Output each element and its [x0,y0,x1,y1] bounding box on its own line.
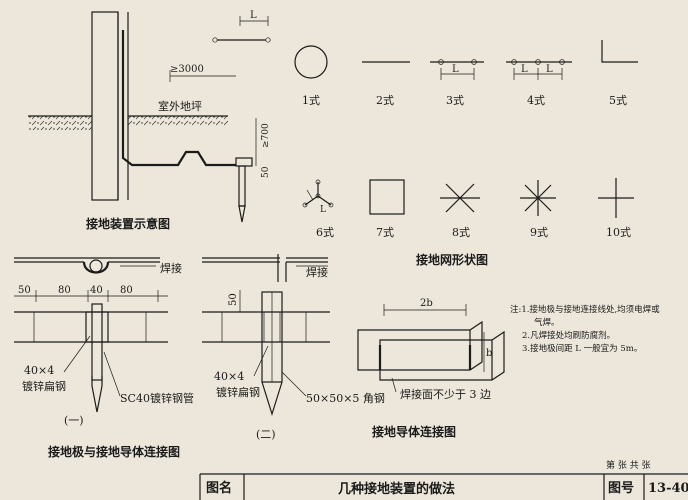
shape-label-4: 4式 [527,94,545,107]
shape-label-7: 7式 [376,226,394,239]
ground-rod [238,165,246,207]
ground-level-label: 室外地坪 [158,99,202,113]
shape-1-circle [294,45,328,79]
part-2-label: (二) [256,428,276,441]
dim-700: ≥700 [261,123,271,148]
down-conductor [121,30,236,167]
label-drawing-name: 图名 [206,480,232,496]
dim-80-right: 80 [120,285,133,296]
notes-block: 注:1.接地极与接地连接线处,均须电焊或 气焊。 2.凡焊接处均刷防腐剂。 3.… [510,304,688,356]
note-1-cont: 气焊。 [534,318,560,328]
shape-label-5: 5式 [609,94,627,107]
rod-connection-part-1: 焊接 50 80 40 80 40×4 镀锌扁钢 SC40镀锌钢管 (一) [14,257,194,427]
dim-50-part2: 50 [228,293,239,306]
shape-9-asterisk [520,180,556,216]
dim-50-part1: 50 [18,285,31,296]
conductor-connection: 2b b 焊接面不少于 3 边 接地导体连接图 [357,298,505,439]
grid-shapes: 1式 2式 L 3式 L L 4式 5式 [294,40,638,267]
conductor-bar-back [357,320,483,371]
soil-right [128,116,228,126]
dim-80-left: 80 [58,285,71,296]
shape-8-star [440,183,480,213]
angle-tip [261,381,283,417]
note-3: 3.接地极间距 L 一般宜为 5m。 [522,344,643,354]
dim-2b: 2b [420,298,433,309]
shape-label-8: 8式 [452,226,470,239]
drawing-number: 13-40 [648,481,688,496]
flat-steel-name: 镀锌扁钢 [22,379,66,393]
shape-label-3: 3式 [446,94,464,107]
note-2: 2.凡焊接处均刷防腐剂。 [522,331,616,341]
grounding-device-diagram: ≥3000 L 室外地坪 ≥700 50 接地装置示意图 [28,10,271,231]
dim-40: 40 [90,285,103,296]
shape-10-cross [598,178,634,218]
shape-3-dim-L: L [452,64,459,75]
dim-3000: ≥3000 [170,64,204,75]
rod-connection-part-2: 焊接 50 40×4 镀锌扁钢 50×50×5 角钢 (二) 接地极与接地导体连… [48,254,385,459]
pipe-tip [91,376,103,413]
title-block: 第 张 共 张 图名 几种接地装置的做法 图号 13-40 [199,459,688,500]
shape-label-6: 6式 [316,226,334,239]
shape-label-9: 9式 [530,226,548,239]
caption-grid-shapes: 接地网形状图 [416,252,488,267]
page-counter: 第 张 共 张 [606,459,651,471]
shape-label-10: 10式 [606,226,631,239]
shape-7-square [369,179,405,215]
label-drawing-number: 图号 [608,481,634,496]
flat-steel-name-2: 镀锌扁钢 [216,385,260,399]
weld-face-note: 焊接面不少于 3 边 [400,387,491,401]
caption-rod-connection: 接地极与接地导体连接图 [48,444,180,459]
shape-6-dim-L: L [320,205,326,215]
shape-4-dim-L-a: L [521,64,528,75]
shape-4-dim-L-b: L [546,64,553,75]
shape-label-1: 1式 [302,94,320,107]
caption-conductor: 接地导体连接图 [372,424,456,439]
weld-label-1: 焊接 [160,261,182,275]
wall-hatched [91,11,119,201]
dim-b: b [486,348,492,359]
shape-6-tripod: L [302,179,334,215]
pipe-label: SC40镀锌钢管 [120,391,194,405]
angle-label: 50×50×5 角钢 [306,392,385,405]
drawing-title: 几种接地装置的做法 [338,481,455,497]
soil-left [28,116,92,130]
dim-50-vert: 50 [261,166,271,178]
note-1: 注:1.接地极与接地连接线处,均须电焊或 [510,305,660,315]
shape-label-2: 2式 [376,94,394,107]
part-1-label: (一) [64,414,84,427]
dim-L-top: L [250,10,257,21]
caption-grounding-device: 接地装置示意图 [86,216,170,231]
weld-label-2: 焊接 [306,265,328,279]
shape-5-corner [601,40,638,63]
flat-steel-size: 40×4 [24,364,54,377]
flat-steel-size-2: 40×4 [214,370,244,383]
